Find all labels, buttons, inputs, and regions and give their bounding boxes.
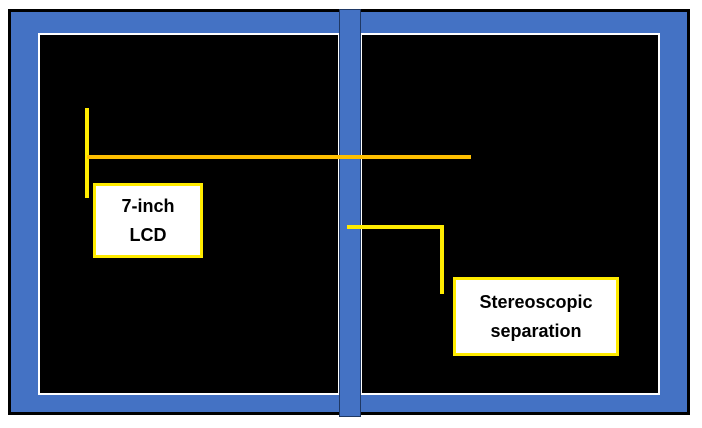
stereo-separation-label-text: Stereoscopic separation [479, 291, 593, 341]
lcd-annotation-tick [85, 108, 89, 198]
lcd-label: 7-inch LCD [93, 183, 203, 258]
lcd-annotation-span [87, 155, 471, 159]
lcd-label-text: 7-inch LCD [121, 195, 175, 245]
stereo-annotation-horizontal [347, 225, 444, 229]
stereoscopic-divider [339, 9, 361, 417]
stereo-annotation-vertical [440, 225, 444, 294]
stereo-separation-label: Stereoscopic separation [453, 277, 619, 356]
